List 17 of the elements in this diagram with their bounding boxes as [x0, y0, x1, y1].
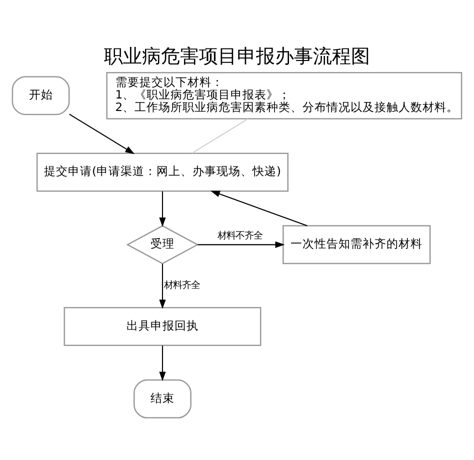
arrow: [198, 240, 285, 248]
diagram-title: 职业病危害项目申报办事流程图: [104, 45, 370, 68]
arrow: [159, 345, 166, 381]
node-box: 提交申请(申请渠道：网上、办事现场、快递): [36, 152, 289, 192]
connector: [192, 118, 248, 154]
arrow: [159, 190, 166, 226]
edge-label: 材料齐全: [164, 279, 200, 290]
node-box: 出具申报回执: [64, 306, 262, 346]
node-box: 开始: [12, 76, 70, 115]
arrow: [210, 190, 308, 226]
node-box: 结束: [134, 378, 192, 418]
arrow: [69, 113, 135, 154]
node-box: 需要提交以下材料： 1、《职业病危害项目申报表》； 2、工作场所职业病危害因素种类、分布情况以及接触人数材料。: [106, 71, 462, 119]
arrow: [159, 263, 166, 309]
node-box: 一次性告知需补齐的材料: [282, 224, 431, 264]
node-diamond: 受理: [126, 224, 199, 264]
edge-label: 材料不齐全: [218, 230, 263, 242]
